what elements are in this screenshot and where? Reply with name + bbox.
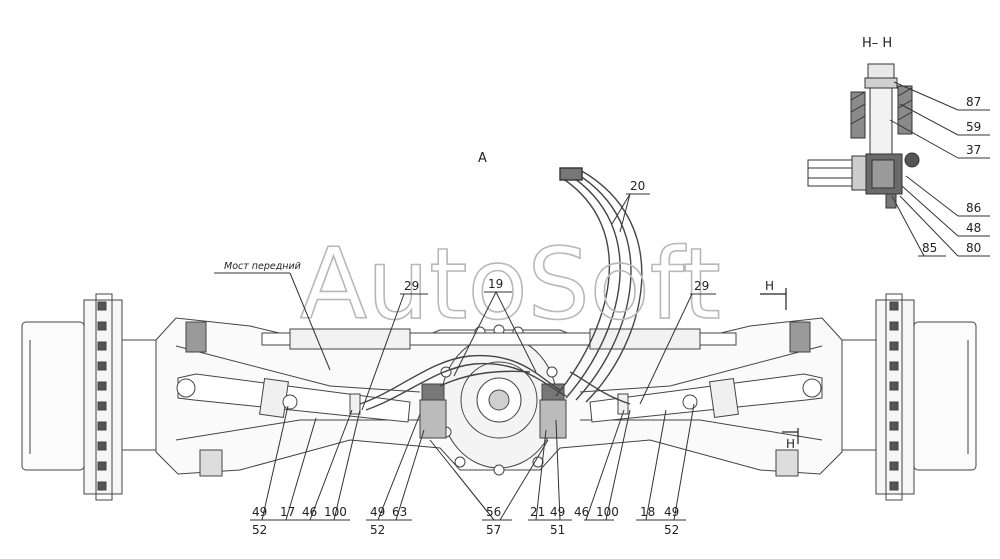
callout-49-a: 49 xyxy=(252,505,267,519)
callout-20: 20 xyxy=(630,179,645,193)
callout-85: 85 xyxy=(922,241,937,255)
axle-assembly xyxy=(21,293,977,501)
callout-19: 19 xyxy=(488,277,503,291)
callout-100-b: 100 xyxy=(596,505,619,519)
callout-37: 37 xyxy=(966,143,981,157)
callout-59: 59 xyxy=(966,120,981,134)
callout-52-c: 52 xyxy=(664,523,679,537)
callout-100-a: 100 xyxy=(324,505,347,519)
callout-80: 80 xyxy=(966,241,981,255)
callout-63: 63 xyxy=(392,505,407,519)
section-callouts: 87 59 37 86 48 85 80 xyxy=(922,95,981,255)
bottom-callouts-row2: 52 52 57 51 52 xyxy=(252,523,679,537)
callout-29-right: 29 xyxy=(694,279,709,293)
callout-29-left: 29 xyxy=(404,279,419,293)
callout-51: 51 xyxy=(550,523,565,537)
callout-87: 87 xyxy=(966,95,981,109)
callout-52-b: 52 xyxy=(370,523,385,537)
section-mark-top: H xyxy=(765,279,774,293)
bottom-callout-leaders xyxy=(250,403,695,521)
section-h-h-view xyxy=(807,63,990,257)
axle-label-leader xyxy=(289,272,331,371)
callout-46-b: 46 xyxy=(574,505,589,519)
callout-17: 17 xyxy=(280,505,295,519)
callout-86: 86 xyxy=(966,201,981,215)
section-cut-marks xyxy=(760,288,799,444)
section-title: H– H xyxy=(862,36,892,51)
callout-56: 56 xyxy=(486,505,501,519)
top-callout-leaders xyxy=(361,193,716,411)
callout-18: 18 xyxy=(640,505,655,519)
axle-label: Мост передний xyxy=(224,261,301,272)
hydraulic-hoses xyxy=(359,167,643,411)
callout-57: 57 xyxy=(486,523,501,537)
callout-49-c: 49 xyxy=(550,505,565,519)
view-label: A xyxy=(478,151,487,166)
section-mark-bottom: H xyxy=(786,437,795,451)
callout-46-a: 46 xyxy=(302,505,317,519)
callout-48: 48 xyxy=(966,221,981,235)
callout-52-a: 52 xyxy=(252,523,267,537)
watermark-text: AutoSoft xyxy=(300,228,721,342)
callout-21: 21 xyxy=(530,505,545,519)
bottom-callouts-row1: 49 17 46 100 49 63 56 21 49 46 100 18 49 xyxy=(252,505,679,519)
callout-49-d: 49 xyxy=(664,505,679,519)
callout-49-b: 49 xyxy=(370,505,385,519)
